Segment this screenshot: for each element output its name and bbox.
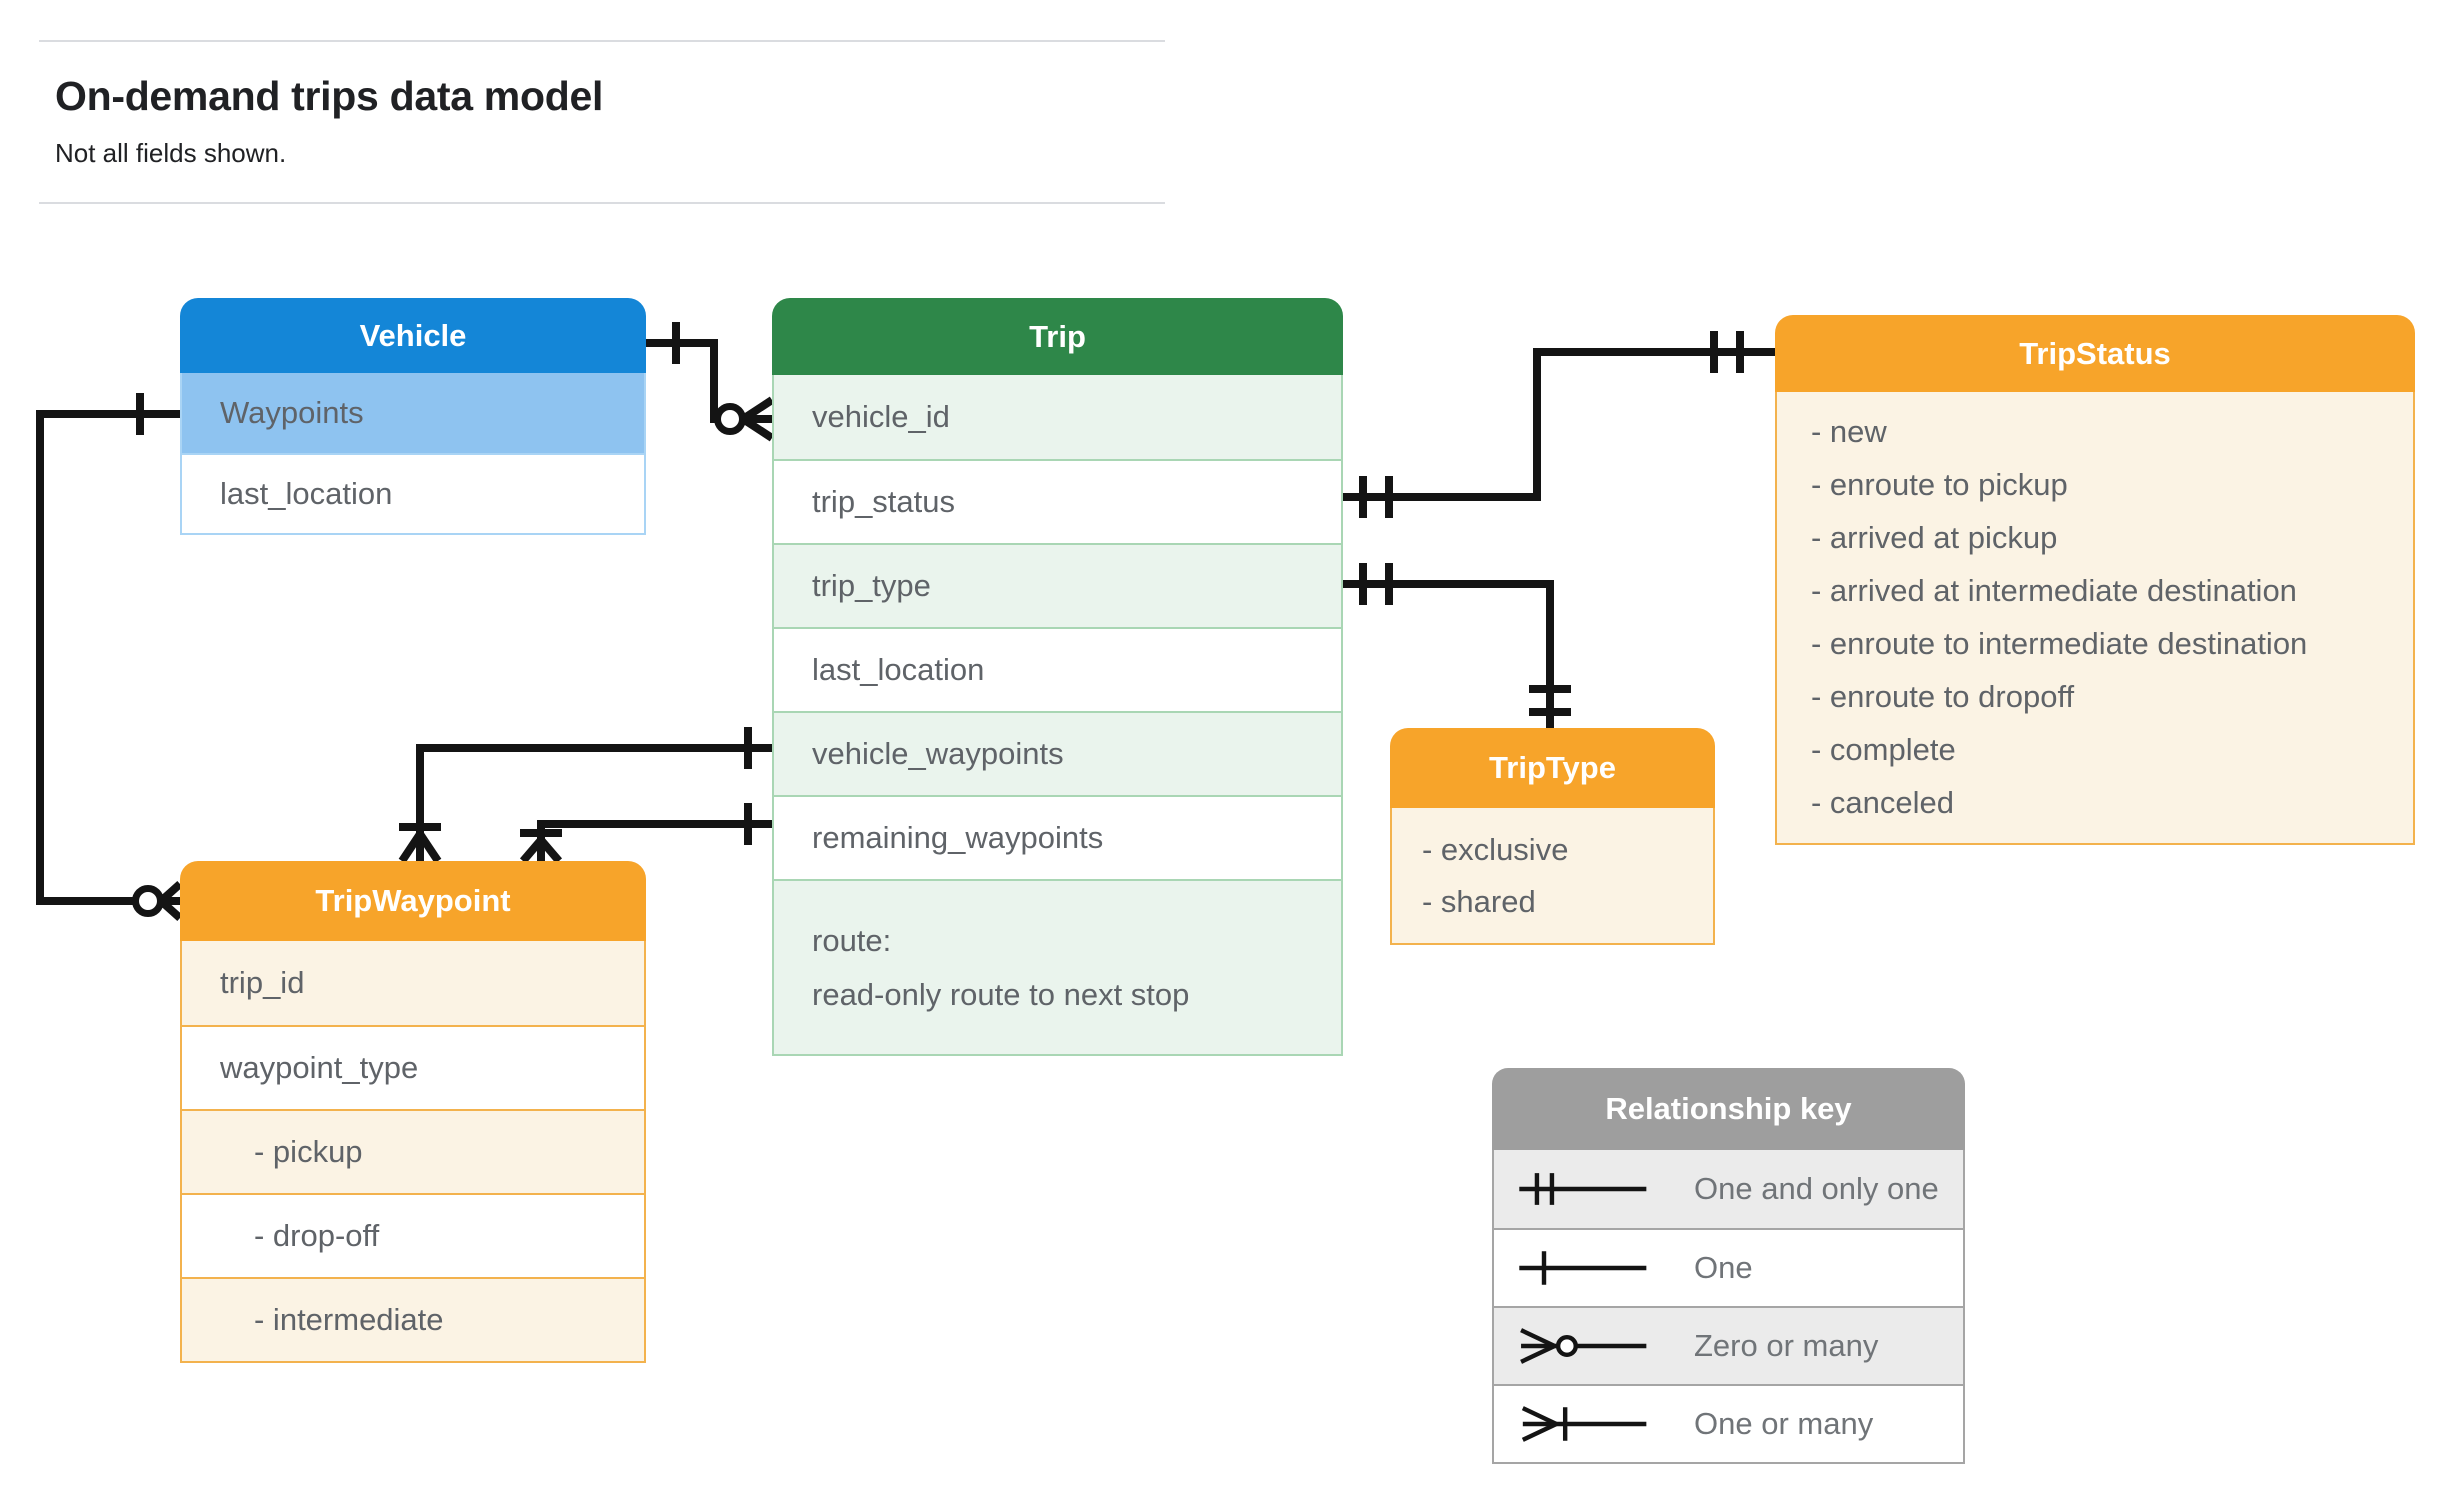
crow-foot (398, 831, 442, 864)
relationship-key-header: Relationship key (1492, 1068, 1965, 1150)
tripstatus-table-header: TripStatus (1775, 315, 2415, 392)
route-label: route: (812, 922, 892, 958)
field-row-vehicle-waypoints: vehicle_waypoints (774, 711, 1341, 795)
legend-row-one-and-only-one: One and only one (1494, 1150, 1963, 1228)
connector-remaining-waypoints-to-tripwaypoint (519, 803, 772, 864)
tripwaypoint-table-body: trip_id waypoint_type - pickup - drop-of… (180, 941, 646, 1363)
field-row-last-location: last_location (774, 627, 1341, 711)
field-row-route: route: read-only route to next stop (774, 879, 1341, 1054)
double-tick (1359, 476, 1393, 518)
connector-vehicle-waypoints-field-to-tripwaypoint (398, 727, 772, 864)
top-divider (39, 40, 1165, 42)
field-row-vehicle-id: vehicle_id (774, 375, 1341, 459)
tripstatus-table-body: - new - enroute to pickup - arrived at p… (1775, 392, 2415, 845)
field-row-last-location: last_location (182, 453, 644, 533)
connector-vehicle-to-trip-vehicle-id (646, 322, 775, 442)
triptype-table: TripType - exclusive - shared (1390, 728, 1715, 945)
crow-foot (158, 881, 183, 921)
legend-label: One (1694, 1250, 1753, 1285)
enum-value: - canceled (1811, 784, 1955, 820)
enum-value: - arrived at intermediate destination (1811, 572, 2297, 608)
crow-foot (740, 396, 775, 442)
field-row-waypoints: Waypoints (182, 373, 644, 453)
field-row-trip-type: trip_type (774, 543, 1341, 627)
double-tick (1710, 331, 1744, 373)
enum-value-intermediate: - intermediate (182, 1277, 644, 1361)
relationship-key-body: One and only one One Zero or many One or… (1492, 1150, 1965, 1464)
connector-trip-status-to-tripstatus (1343, 331, 1775, 518)
zero-circle (132, 885, 164, 917)
legend-label: One or many (1694, 1406, 1874, 1441)
bottom-divider (39, 202, 1165, 204)
legend-label: Zero or many (1694, 1328, 1879, 1363)
legend-row-one-or-many: One or many (1494, 1384, 1963, 1462)
tripstatus-table: TripStatus - new - enroute to pickup - a… (1775, 315, 2415, 845)
trip-table-header: Trip (772, 298, 1343, 375)
tripwaypoint-table-header: TripWaypoint (180, 861, 646, 941)
connector-trip-type-to-triptype (1343, 563, 1571, 728)
crow-foot (519, 837, 563, 864)
enum-value-drop-off: - drop-off (182, 1193, 644, 1277)
field-row-trip-status: trip_status (774, 459, 1341, 543)
tripwaypoint-table: TripWaypoint trip_id waypoint_type - pic… (180, 861, 646, 1363)
route-description: read-only route to next stop (812, 976, 1190, 1012)
page-subtitle: Not all fields shown. (55, 138, 287, 168)
vehicle-table-header: Vehicle (180, 298, 646, 373)
one-and-only-one-symbol (1519, 1173, 1647, 1205)
legend-label: One and only one (1694, 1171, 1939, 1206)
trip-table: Trip vehicle_id trip_status trip_type la… (772, 298, 1343, 1056)
zero-or-many-symbol (1520, 1328, 1647, 1364)
triptype-table-body: - exclusive - shared (1390, 808, 1715, 945)
enum-value: - enroute to intermediate destination (1811, 625, 2308, 661)
vehicle-table: Vehicle Waypoints last_location (180, 298, 646, 535)
trip-table-body: vehicle_id trip_status trip_type last_lo… (772, 375, 1343, 1056)
enum-value: - arrived at pickup (1811, 519, 2058, 555)
field-row-remaining-waypoints: remaining_waypoints (774, 795, 1341, 879)
field-row-waypoint-type: waypoint_type (182, 1025, 644, 1109)
zero-circle (714, 403, 746, 435)
connector-vehicle-waypoints-to-tripwaypoint (36, 393, 183, 921)
enum-value: - new (1811, 413, 1887, 449)
one-symbol (1519, 1251, 1647, 1285)
legend-row-zero-or-many: Zero or many (1494, 1306, 1963, 1384)
double-tick (1359, 563, 1393, 605)
double-tick (1529, 685, 1571, 716)
relationship-key: Relationship key One and only one One Ze… (1492, 1068, 1965, 1464)
field-row-trip-id: trip_id (182, 941, 644, 1025)
page-title: On-demand trips data model (55, 73, 604, 119)
legend-row-one: One (1494, 1228, 1963, 1306)
enum-value-pickup: - pickup (182, 1109, 644, 1193)
vehicle-table-body: Waypoints last_location (180, 373, 646, 535)
enum-value: - enroute to pickup (1811, 466, 2068, 502)
enum-value: - exclusive (1422, 832, 1569, 867)
enum-value: - enroute to dropoff (1811, 678, 2075, 714)
enum-value: - complete (1811, 731, 1956, 767)
triptype-table-header: TripType (1390, 728, 1715, 808)
one-or-many-symbol (1521, 1406, 1647, 1442)
enum-value: - shared (1422, 884, 1536, 919)
